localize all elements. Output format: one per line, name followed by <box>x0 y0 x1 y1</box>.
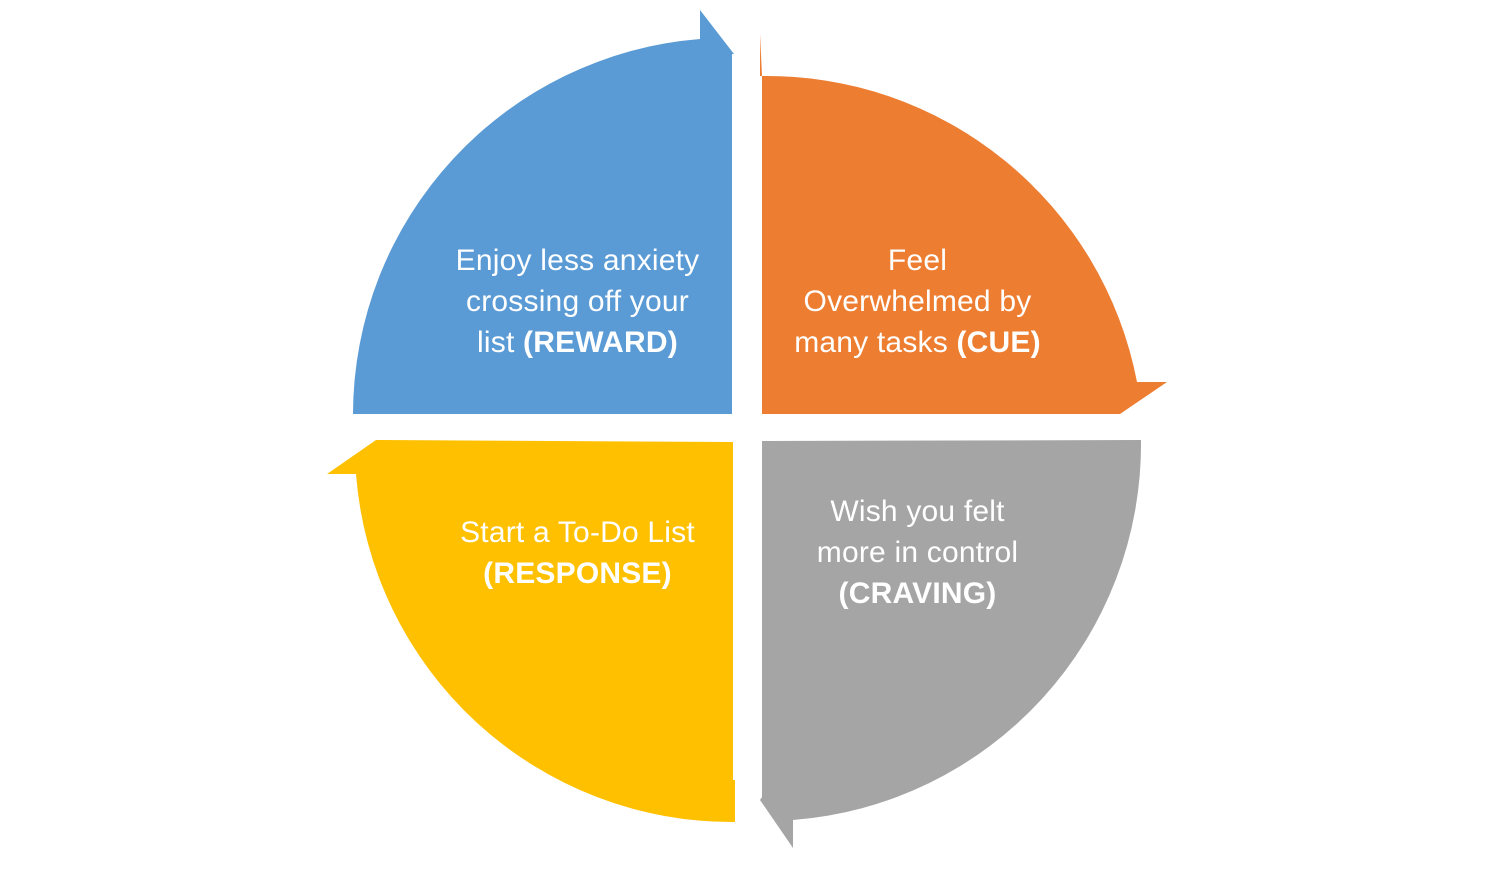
reward-line-3-text: list <box>477 326 524 359</box>
cue-line-1: Feel <box>887 244 948 277</box>
cue-line-3: many tasks (CUE) <box>770 322 1065 363</box>
response-line-1: Start a To-Do List <box>460 516 695 549</box>
craving-tag: (CRAVING) <box>838 577 997 610</box>
response-segment <box>327 440 735 823</box>
cue-line-2: Overwhelmed by <box>803 285 1032 318</box>
reward-line-3: list (REWARD) <box>430 322 725 363</box>
cue-label: Feel Overwhelmed by many tasks (CUE) <box>770 240 1065 363</box>
craving-segment <box>760 440 1142 848</box>
reward-line-2: crossing off your <box>466 285 689 318</box>
cue-tag: (CUE) <box>956 326 1041 359</box>
craving-line-1: Wish you felt <box>830 495 1005 528</box>
reward-segment <box>353 10 734 414</box>
cue-line-3-text: many tasks <box>794 326 957 359</box>
reward-line-1: Enjoy less anxiety <box>455 244 700 277</box>
craving-line-2: more in control <box>816 536 1019 569</box>
reward-tag: (REWARD) <box>523 326 678 359</box>
craving-label: Wish you felt more in control (CRAVING) <box>770 491 1065 614</box>
response-label: Start a To-Do List (RESPONSE) <box>420 512 735 594</box>
cue-segment <box>760 34 1167 414</box>
reward-label: Enjoy less anxiety crossing off your lis… <box>430 240 725 363</box>
response-tag: (RESPONSE) <box>483 557 672 590</box>
